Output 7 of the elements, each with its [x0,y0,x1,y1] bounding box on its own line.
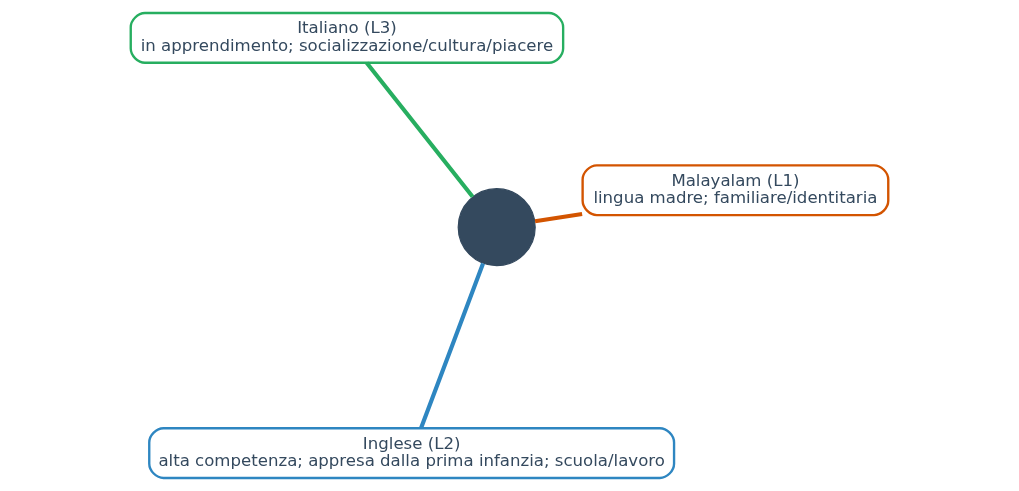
connector [419,262,485,429]
node-box: Italiano (L3) in apprendimento; socializzazione/cultura/piacere [129,11,565,64]
node-circle [457,188,536,267]
connector [534,211,583,224]
node-box: Inglese (L2) alta competenza; appresa dalla prima infanzia; scuola/lavoro [148,427,676,480]
node-box: Malayalam (L1) lingua madre; familiare/identitaria [581,164,890,217]
connector [365,61,475,199]
